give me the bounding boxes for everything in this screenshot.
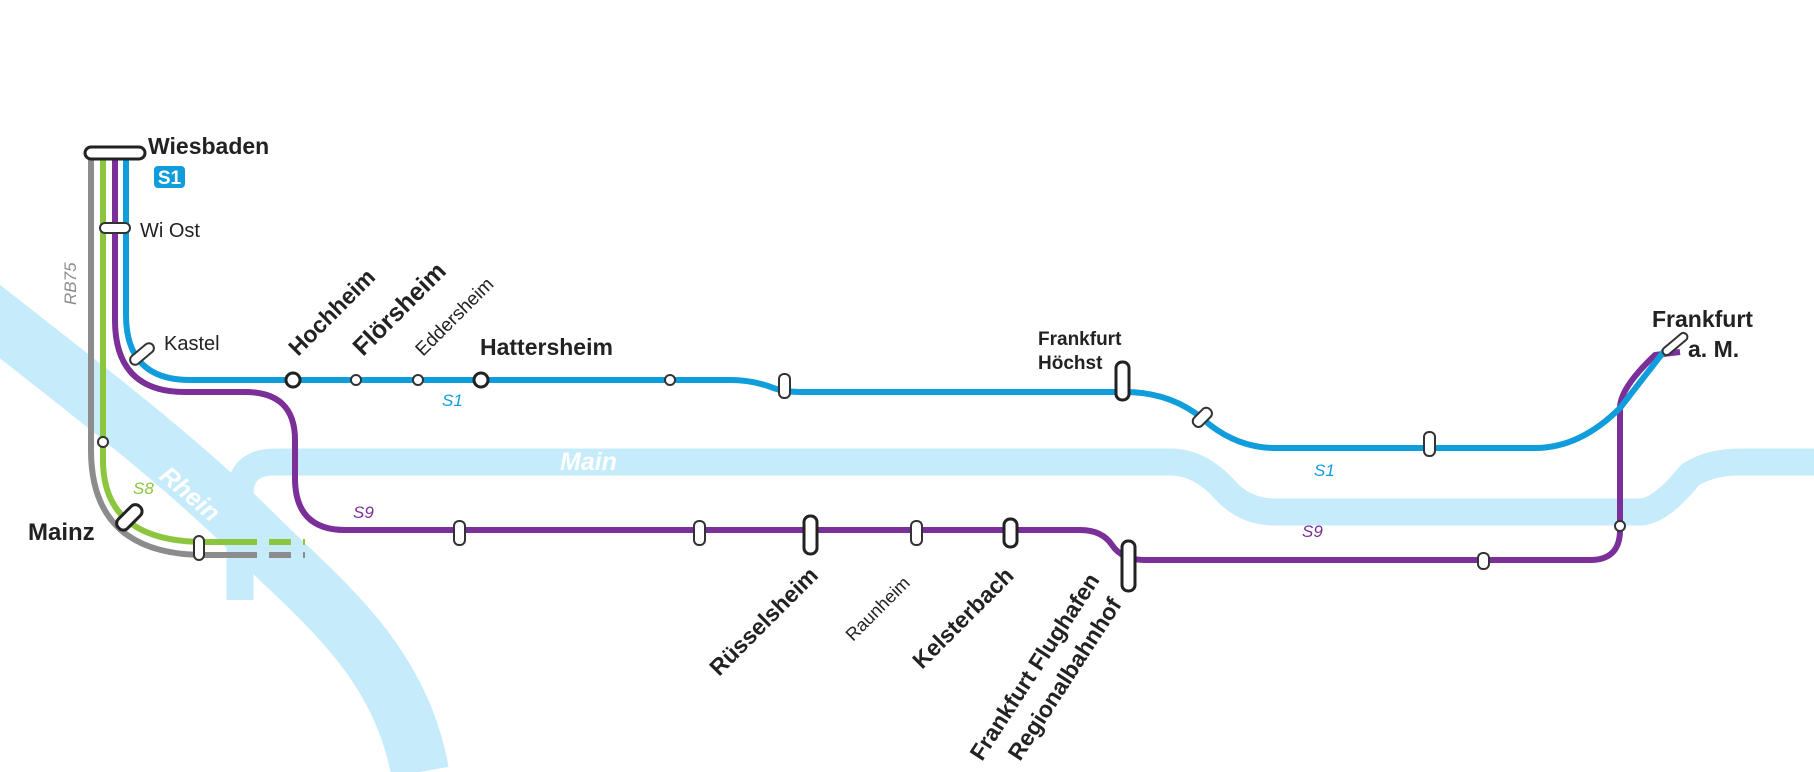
station-marker-hoechst[interactable] <box>1114 360 1131 402</box>
station-marker-kastel[interactable] <box>128 341 156 367</box>
station-marker-eddersheim[interactable] <box>412 374 424 386</box>
station-marker-wi-ost[interactable] <box>99 222 131 234</box>
stations <box>83 145 1689 593</box>
station-marker-flughafen[interactable] <box>1120 539 1137 593</box>
station-marker-wiesbaden[interactable] <box>83 145 147 161</box>
line-label-s8: S8 <box>133 479 154 498</box>
station-marker-hattersheim[interactable] <box>472 371 490 389</box>
station-marker-s9-stop-4[interactable] <box>1614 520 1626 532</box>
station-marker-frankfurt[interactable] <box>1661 331 1689 357</box>
rivers: Rhein Main <box>0 284 1814 772</box>
label-kelsterbach[interactable]: Kelsterbach <box>907 562 1018 673</box>
station-marker-raunheim[interactable] <box>910 520 923 546</box>
label-hattersheim[interactable]: Hattersheim <box>480 334 613 360</box>
river-main <box>226 448 1814 600</box>
label-wi-ost[interactable]: Wi Ost <box>140 220 200 242</box>
s1-badge-label: S1 <box>158 168 182 189</box>
label-hoechst-line-2[interactable]: Höchst <box>1038 353 1103 374</box>
label-raunheim[interactable]: Raunheim <box>842 573 914 645</box>
label-mainz[interactable]: Mainz <box>28 519 95 546</box>
station-marker-gustavsburg[interactable] <box>193 535 205 561</box>
s1-badge-background <box>154 166 185 188</box>
river-rhein <box>0 284 449 772</box>
label-ruesselsheim[interactable]: Rüsselsheim <box>704 562 823 681</box>
label-frankfurt-line-2[interactable]: a. M. <box>1688 336 1739 362</box>
label-frankfurt-line-1[interactable]: Frankfurt <box>1652 306 1753 332</box>
label-kastel[interactable]: Kastel <box>164 333 220 355</box>
line-s9 <box>112 154 1681 563</box>
line-label-s9-second: S9 <box>1302 522 1323 541</box>
station-marker-s9-stop-1[interactable] <box>453 520 466 546</box>
station-marker-floersheim[interactable] <box>350 374 362 386</box>
line-label-s1: S1 <box>442 391 463 410</box>
line-label-s9: S9 <box>353 503 374 522</box>
station-marker-s8-stop[interactable] <box>97 436 109 448</box>
label-hoechst-line-1[interactable]: Frankfurt <box>1038 329 1122 350</box>
station-marker-s1-stop-4[interactable] <box>1423 431 1436 457</box>
station-marker-s9-stop-2[interactable] <box>693 520 706 546</box>
station-marker-s1-stop-2[interactable] <box>778 373 791 399</box>
station-marker-hochheim[interactable] <box>284 371 302 389</box>
river-label-main: Main <box>560 448 617 476</box>
label-wiesbaden[interactable]: Wiesbaden <box>148 133 269 159</box>
line-label-s1-second: S1 <box>1314 461 1335 480</box>
station-marker-s1-stop-3[interactable] <box>1191 406 1214 429</box>
station-marker-mainz[interactable] <box>114 502 144 532</box>
line-label-rb75: RB75 <box>61 262 80 305</box>
station-marker-s1-stop[interactable] <box>664 374 676 386</box>
station-marker-ruesselsheim[interactable] <box>802 514 819 556</box>
station-marker-s9-stop-3[interactable] <box>1477 552 1490 570</box>
station-marker-kelsterbach[interactable] <box>1002 517 1019 549</box>
s1-line-badge: S1 <box>154 166 185 189</box>
